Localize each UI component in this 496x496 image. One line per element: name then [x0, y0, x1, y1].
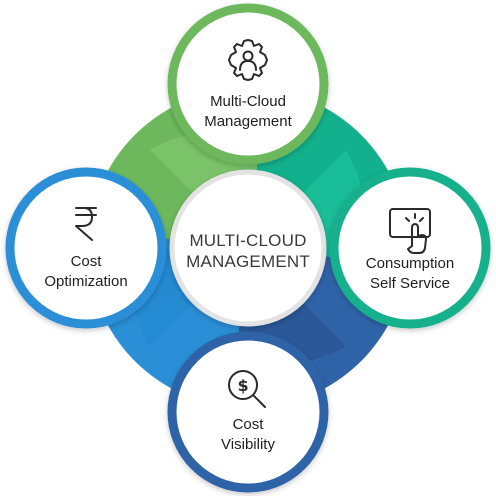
node-cost-visibility: $ Cost Visibility — [167, 331, 329, 493]
gear-person-icon — [228, 39, 268, 81]
node-top-label-line1: Multi-Cloud — [210, 93, 286, 110]
center-label-line2: MANAGEMENT — [186, 252, 310, 271]
node-left-label-line2: Optimization — [44, 273, 127, 290]
node-cost-optimization: Cost Optimization — [5, 167, 167, 329]
center-node: MULTI-CLOUD MANAGEMENT — [169, 169, 327, 327]
node-consumption-self-service: Consumption Self Service — [329, 167, 491, 329]
node-top-label-line2: Management — [204, 113, 292, 130]
rupee-icon — [75, 207, 97, 241]
touch-screen-icon — [389, 208, 431, 254]
dollar-search-icon: $ — [228, 370, 266, 408]
node-left-label-line1: Cost — [71, 253, 103, 270]
node-right-label-line1: Consumption — [366, 255, 454, 272]
node-bottom-label-line1: Cost — [233, 416, 265, 433]
center-label-line1: MULTI-CLOUD — [189, 231, 306, 250]
node-right-label-line2: Self Service — [370, 275, 450, 292]
node-bottom-label-line2: Visibility — [221, 436, 275, 453]
svg-text:$: $ — [237, 376, 248, 395]
node-multi-cloud-management: Multi-Cloud Management — [167, 3, 329, 165]
